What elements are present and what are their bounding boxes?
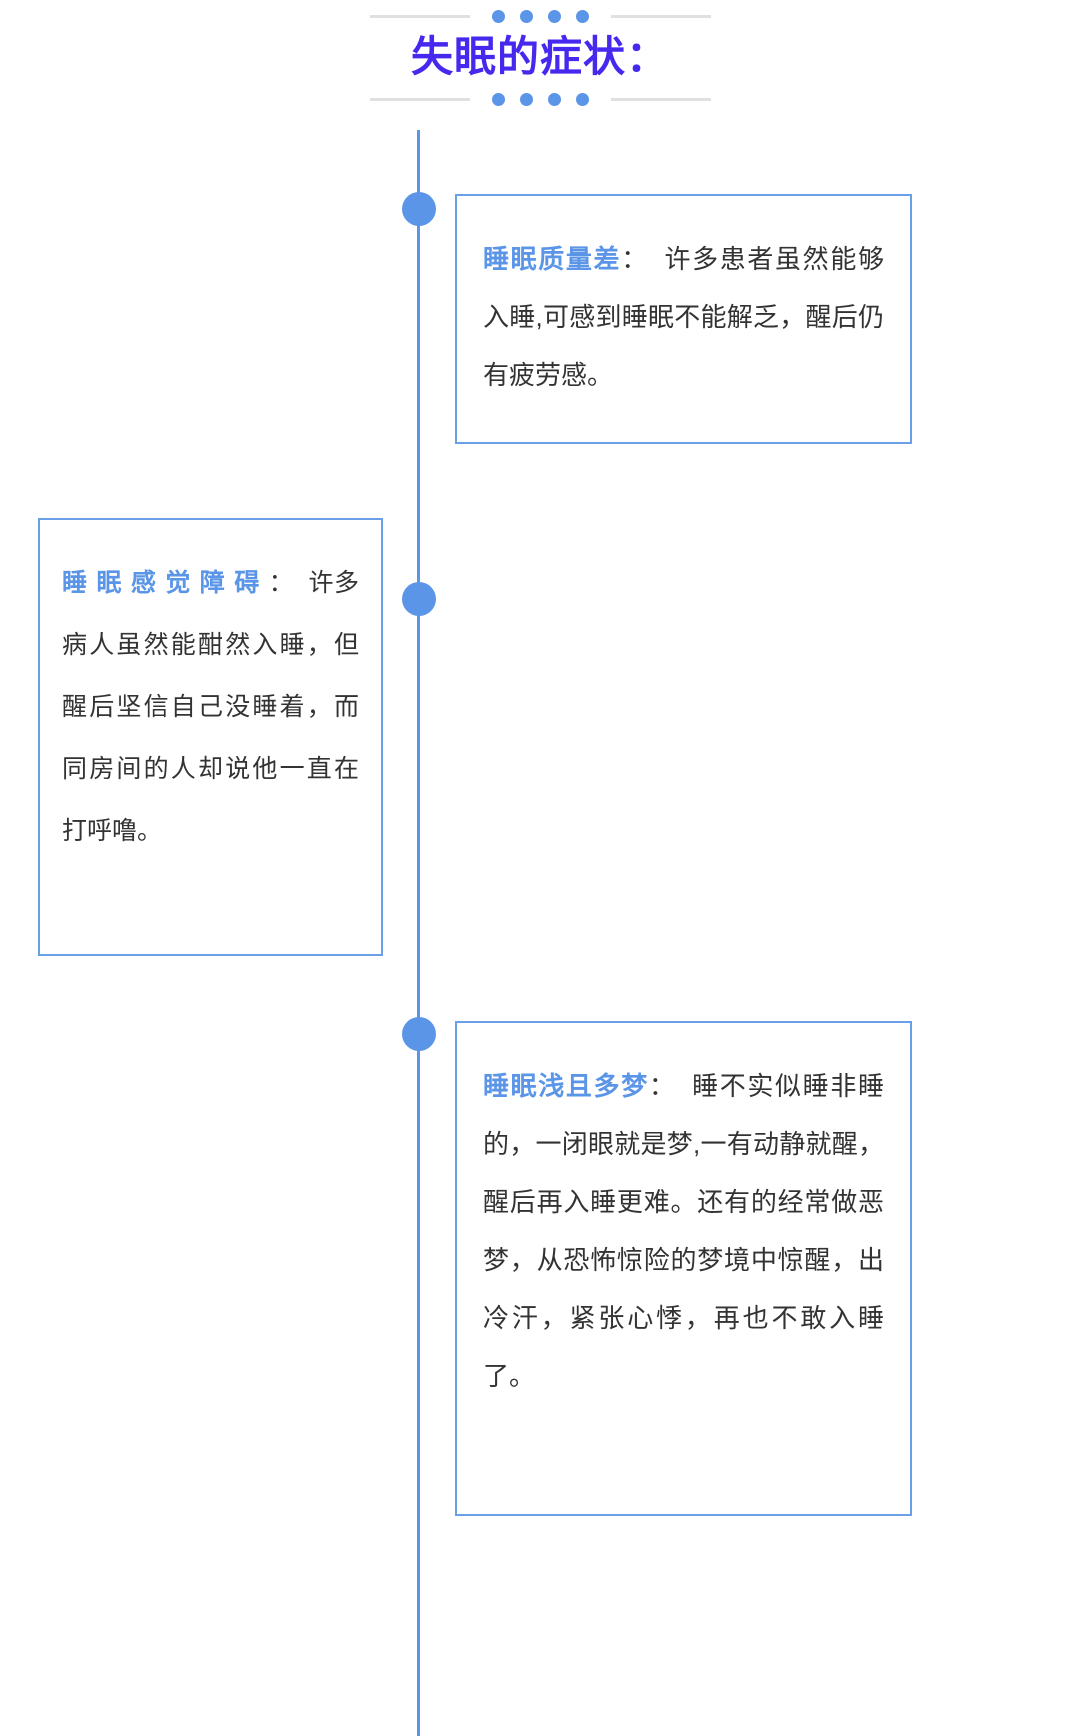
decoration-dot-icon (491, 92, 505, 106)
symptom-card-2-body: 许多病人虽然能酣然入睡，但醒后坚信自己没睡着，而同房间的人却说他一直在打呼噜。 (62, 569, 359, 845)
header-decoration-bottom (0, 92, 1080, 106)
decoration-dot-icon (519, 92, 533, 106)
timeline-axis (417, 130, 420, 1736)
symptom-card-1-body: 许多患者虽然能够入睡,可感到睡眠不能解乏，醒后仍有疲劳感。 (483, 244, 884, 390)
decoration-dot-icon (547, 9, 561, 23)
decoration-dot-icon (491, 9, 505, 23)
decoration-line-right (610, 97, 711, 101)
timeline-node-2 (402, 582, 436, 616)
symptom-card-3: 睡眠浅且多梦：睡不实似睡非睡的，一闭眼就是梦,一有动静就醒，醒后再入睡更难。还有… (455, 1021, 912, 1516)
symptom-card-2-content: 睡眠感觉障碍：许多病人虽然能酣然入睡，但醒后坚信自己没睡着，而同房间的人却说他一… (62, 552, 359, 862)
symptom-card-1-title: 睡眠质量差 (483, 244, 622, 274)
decoration-dot-icon (519, 9, 533, 23)
symptom-card-2: 睡眠感觉障碍：许多病人虽然能酣然入睡，但醒后坚信自己没睡着，而同房间的人却说他一… (38, 518, 383, 956)
timeline-node-1 (402, 192, 436, 226)
decoration-dots-top (491, 9, 589, 23)
decoration-line-left (369, 14, 470, 18)
symptom-card-3-title: 睡眠浅且多梦 (483, 1071, 649, 1101)
decoration-dot-icon (575, 92, 589, 106)
decoration-line-right (610, 14, 711, 18)
timeline-node-3 (402, 1017, 436, 1051)
symptom-card-3-body: 睡不实似睡非睡的，一闭眼就是梦,一有动静就醒，醒后再入睡更难。还有的经常做恶梦，… (483, 1071, 884, 1391)
decoration-dot-icon (575, 9, 589, 23)
symptom-card-1: 睡眠质量差：许多患者虽然能够入睡,可感到睡眠不能解乏，醒后仍有疲劳感。 (455, 194, 912, 444)
symptom-card-3-content: 睡眠浅且多梦：睡不实似睡非睡的，一闭眼就是梦,一有动静就醒，醒后再入睡更难。还有… (483, 1057, 884, 1405)
decoration-dots-bottom (491, 92, 589, 106)
decoration-line-left (369, 97, 470, 101)
symptom-card-1-colon: ： (621, 244, 649, 274)
symptom-card-1-content: 睡眠质量差：许多患者虽然能够入睡,可感到睡眠不能解乏，醒后仍有疲劳感。 (483, 230, 884, 404)
page-header: 失眠的症状： (0, 0, 1080, 130)
page-title: 失眠的症状： (410, 33, 669, 80)
header-decoration-top (0, 9, 1080, 23)
symptom-card-2-title: 睡眠感觉障碍 (62, 569, 269, 597)
symptom-card-2-colon: ： (268, 569, 295, 597)
symptom-card-3-colon: ： (648, 1071, 677, 1101)
decoration-dot-icon (547, 92, 561, 106)
